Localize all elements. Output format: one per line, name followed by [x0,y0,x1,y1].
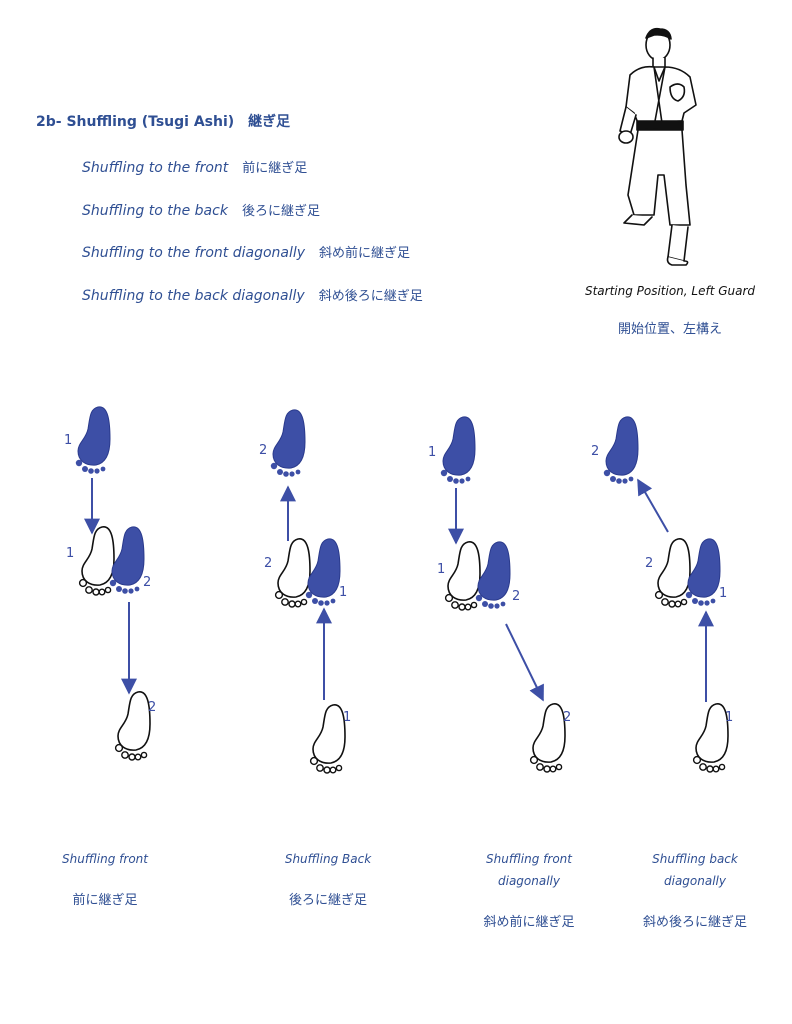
diagram-label-line: Shuffling back [652,852,738,866]
left-foot-start [109,526,145,595]
step-number: 2 [143,575,151,590]
step-number: 2 [563,710,571,725]
heading-english: 2b- Shuffling (Tsugi Ashi) [36,114,235,130]
left-foot-target [440,416,476,485]
figure-caption: Starting Position, Left Guard [584,284,756,298]
diagram-label-japanese: 斜め後ろに継ぎ足 [642,915,747,930]
step-number: 1 [428,445,436,460]
right-foot-start [444,541,481,611]
diagram-label: Shuffling Back [263,848,393,870]
diagram-shuffling-back-diagonally: 2 2 1 1 [591,416,733,773]
diagram-shuffling-front: 1 1 2 2 [64,406,156,761]
diagram-label-line: diagonally [498,874,560,888]
heading-japanese: 継ぎ足 [248,114,291,130]
technique-line: Shuffling to the front 前に継ぎ足 [82,157,307,176]
figure-caption-japanese: 開始位置、左構え [617,322,722,337]
right-foot-target [529,703,566,773]
diagram-label-japanese: 後ろに継ぎ足 [288,893,367,908]
technique-line: Shuffling to the back diagonally 斜め後ろに継ぎ足 [82,285,423,304]
step-number: 1 [719,586,727,601]
step-number: 1 [725,710,733,725]
step-number: 1 [343,710,351,725]
right-foot-start [78,526,115,596]
left-foot-start [475,541,511,610]
diagram-label-line: Shuffling Back [284,852,372,866]
step-number: 2 [148,700,156,715]
step-number: 2 [591,444,599,459]
diagram-label-line: Shuffling front [485,852,572,866]
step-number: 1 [437,562,445,577]
diagram-label-line: Shuffling front [61,852,148,866]
technique-japanese: 前に継ぎ足 [242,161,308,176]
step-arrow [637,478,669,533]
technique-line: Shuffling to the back 後ろに継ぎ足 [82,200,320,219]
diagram-label-japanese: 斜め前に継ぎ足 [483,915,575,930]
right-foot-start [274,538,311,608]
technique-english: Shuffling to the front diagonally [82,245,306,261]
technique-japanese: 斜め後ろに継ぎ足 [318,289,423,304]
karateka-figure [618,27,697,266]
right-foot-target [114,691,151,761]
diagram-label-japanese: 前に継ぎ足 [72,893,138,908]
section-heading: 2b- Shuffling (Tsugi Ashi) 継ぎ足 [36,111,290,131]
step-number: 2 [512,589,520,604]
step-arrow [505,623,544,702]
left-foot-target [75,406,111,475]
diagram-label: Shuffling front diagonally [464,848,594,892]
technique-japanese: 後ろに継ぎ足 [241,204,320,219]
step-number: 1 [66,546,74,561]
step-number: 1 [64,433,72,448]
left-foot-target [270,409,306,478]
step-number: 2 [645,556,653,571]
diagram-label: Shuffling back diagonally [630,848,760,892]
technique-english: Shuffling to the front [82,160,229,176]
diagram-shuffling-front-diagonally: 1 1 2 2 [428,416,571,773]
technique-line: Shuffling to the front diagonally 斜め前に継ぎ足 [82,242,410,261]
step-number: 2 [259,443,267,458]
diagram-shuffling-back: 2 2 1 1 [259,409,351,774]
technique-english: Shuffling to the back [82,203,228,219]
step-number: 2 [264,556,272,571]
left-foot-start [685,538,721,607]
diagram-label-line: diagonally [664,874,726,888]
technique-japanese: 斜め前に継ぎ足 [319,246,411,261]
right-foot-start [654,538,691,608]
technique-english: Shuffling to the back diagonally [82,288,305,304]
right-foot-origin [309,704,346,774]
left-foot-target [603,416,639,485]
diagram-label: Shuffling front [40,848,170,870]
left-foot-start [305,538,341,607]
right-foot-origin [692,703,729,773]
step-number: 1 [339,585,347,600]
